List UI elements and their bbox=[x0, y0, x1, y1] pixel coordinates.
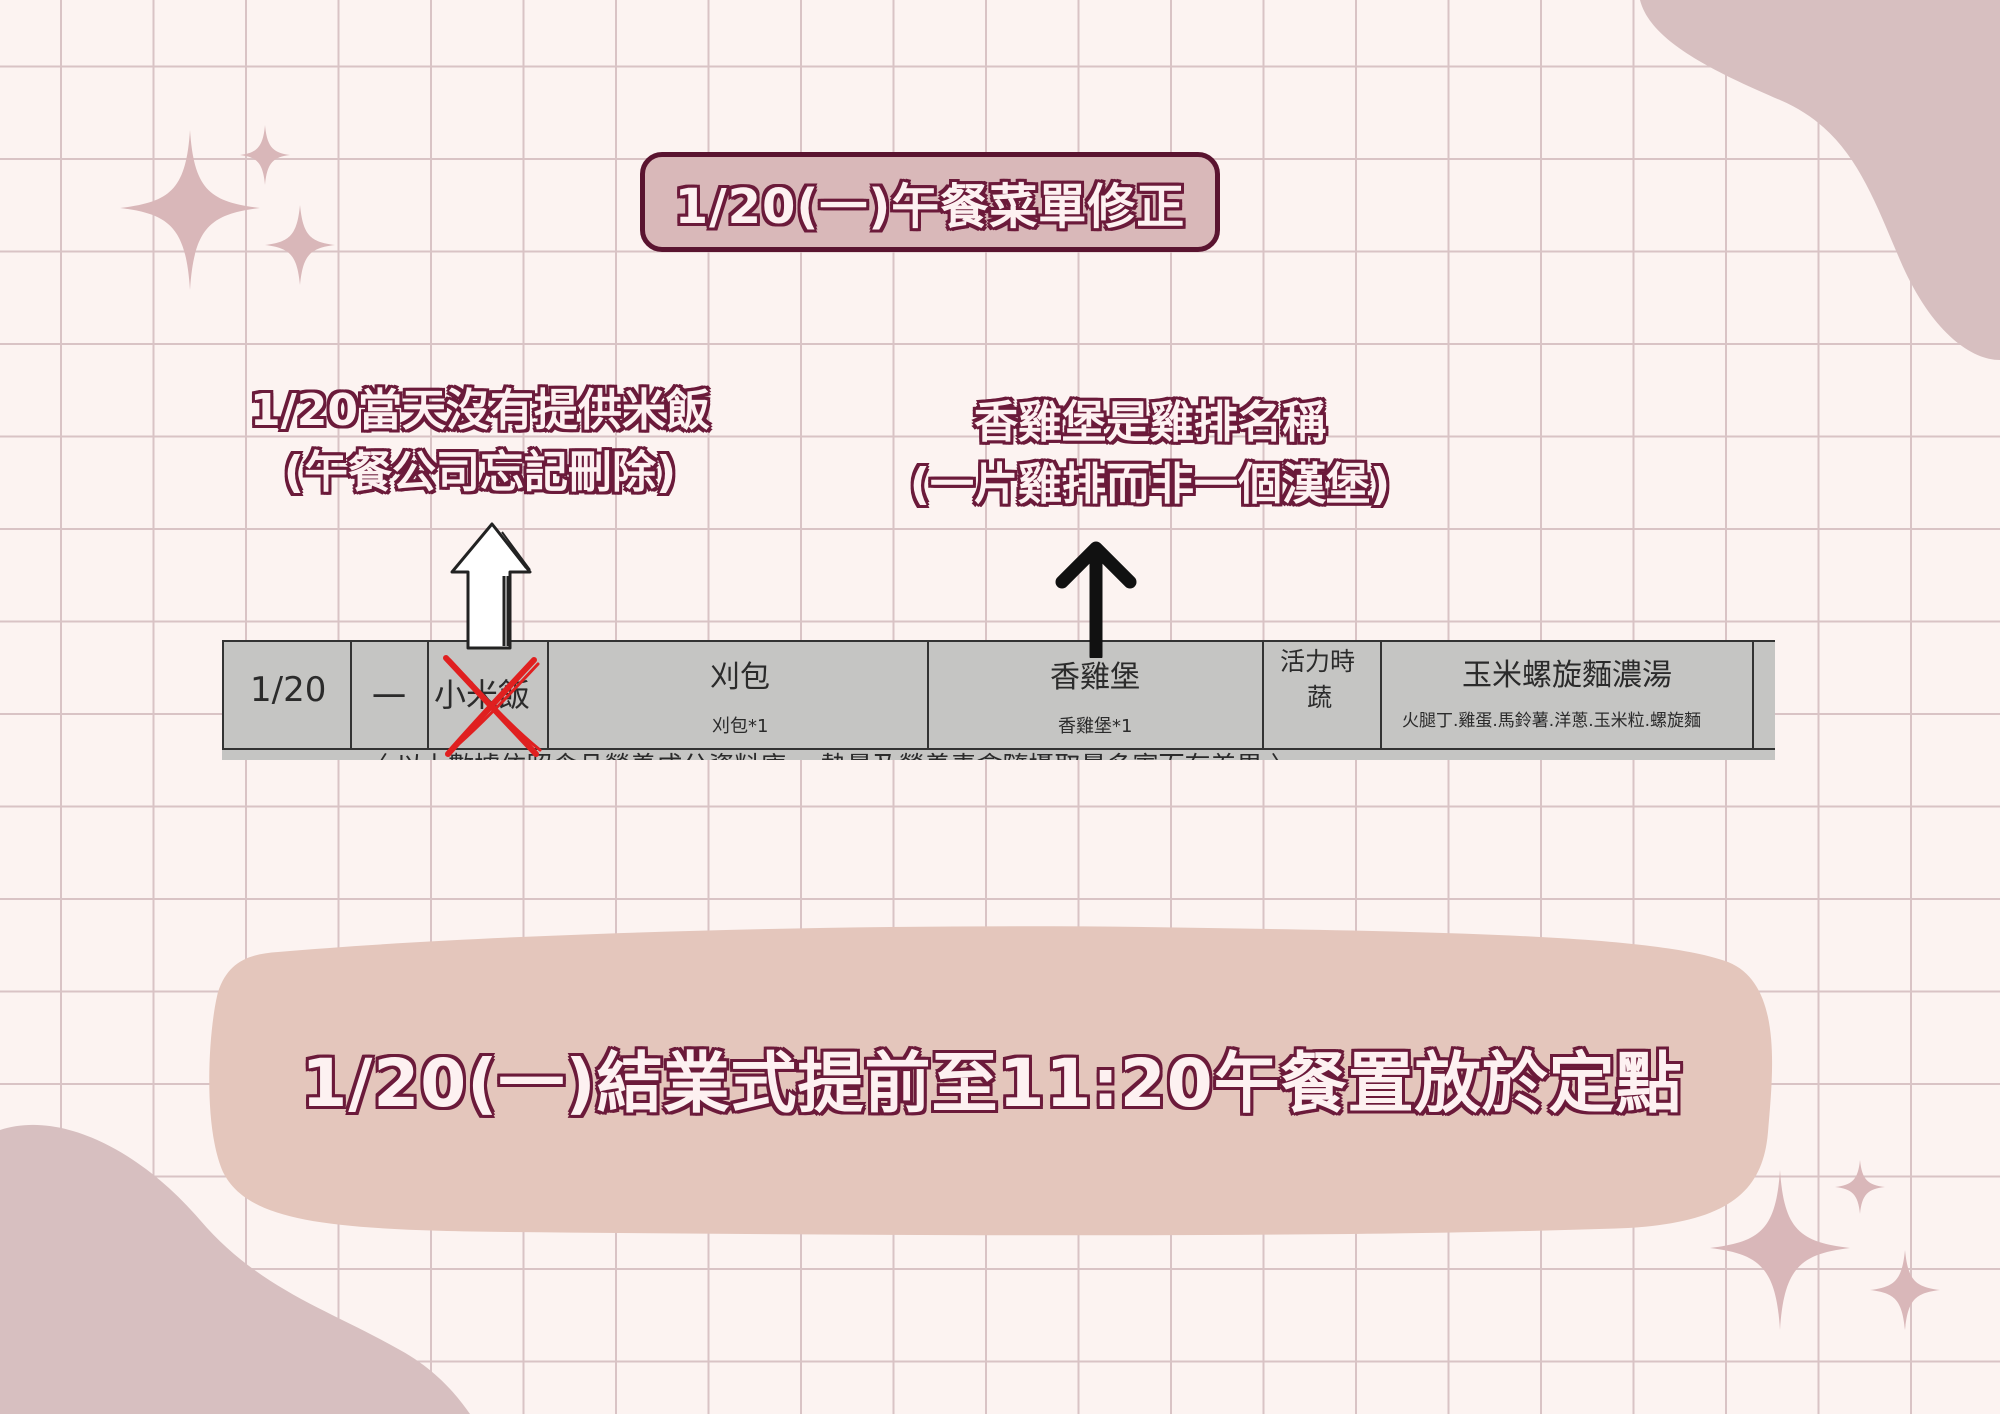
menu-main-dish-detail: 刈包*1 bbox=[712, 716, 769, 737]
menu-main-dish: 刈包 bbox=[710, 660, 770, 695]
bottom-left-blob bbox=[0, 1124, 470, 1414]
note-no-rice-line2: (午餐公司忘記刪除) bbox=[283, 447, 677, 498]
title-box: 1/20(一)午餐菜單修正 bbox=[640, 152, 1220, 252]
menu-weekday: 一 bbox=[372, 678, 406, 718]
menu-row-photo: 1/20 一 小米飯 刈包 刈包*1 香雞堡 香雞堡*1 活力時 蔬 玉米螺旋麵… bbox=[222, 640, 1775, 760]
menu-soup: 玉米螺旋麵濃湯 bbox=[1462, 658, 1672, 693]
top-right-blob bbox=[1640, 0, 2000, 360]
menu-soup-ingredients: 火腿丁.雞蛋.馬鈴薯.洋蔥.玉米粒.螺旋麵 bbox=[1402, 711, 1702, 731]
note-chicken-burger-line1: 香雞堡是雞排名稱 bbox=[974, 397, 1326, 448]
announcement-text: 1/20(一)結業式提前至11:20午餐置放於定點 bbox=[301, 1045, 1683, 1122]
announcement-banner bbox=[209, 926, 1773, 1236]
menu-side-dish: 香雞堡 bbox=[1050, 660, 1140, 695]
note-chicken-burger-line2: (一片雞排而非一個漢堡) bbox=[909, 459, 1391, 510]
note-chicken-burger: 香雞堡是雞排名稱 (一片雞排而非一個漢堡) bbox=[850, 392, 1450, 516]
menu-vegetable-line1: 活力時 bbox=[1280, 647, 1356, 676]
page-title: 1/20(一)午餐菜單修正 bbox=[674, 179, 1186, 235]
red-x-icon bbox=[443, 655, 542, 757]
sparkle-icon bbox=[1710, 1160, 1940, 1330]
menu-side-dish-detail: 香雞堡*1 bbox=[1058, 716, 1133, 737]
menu-date: 1/20 bbox=[250, 670, 327, 710]
hand-drawn-up-arrow-icon bbox=[450, 522, 532, 650]
up-arrow-icon bbox=[1055, 541, 1137, 658]
note-no-rice: 1/20當天沒有提供米飯 (午餐公司忘記刪除) bbox=[180, 380, 780, 504]
note-no-rice-line1: 1/20當天沒有提供米飯 bbox=[250, 385, 710, 436]
menu-vegetable-line2: 蔬 bbox=[1307, 683, 1333, 712]
sparkle-icon bbox=[120, 125, 335, 290]
menu-cut-off-note: 〈 以上數據依照食品營養成分資料庫 ，熱量及營養素會隨攝取量多寡而有差異 〉 bbox=[362, 746, 1297, 760]
